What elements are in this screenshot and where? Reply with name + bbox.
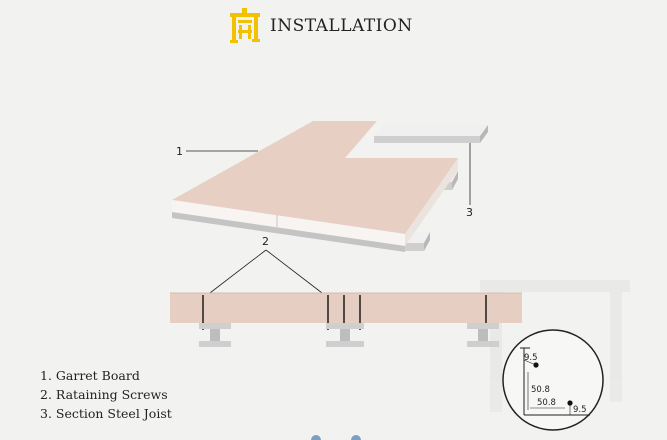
callout-label-1: 1 <box>176 145 183 158</box>
detail-dim-flange: 9.5 <box>573 405 587 415</box>
joist-detail-circle: 9.5 50.8 50.8 9.5 <box>502 329 604 431</box>
callout-line-2a <box>205 249 267 297</box>
detail-dim-top: 9.5 <box>524 353 538 363</box>
joist-section-1 <box>199 323 231 347</box>
page-title: INSTALLATION <box>270 16 413 36</box>
legend-item-retaining-screws: 2. Rataining Screws <box>40 387 168 402</box>
joist-sections <box>199 323 499 347</box>
callout-label-2: 2 <box>262 235 269 248</box>
brand-logo-icon <box>230 8 260 43</box>
detail-dim-width: 50.8 <box>537 398 556 408</box>
legend-item-steel-joist: 3. Section Steel Joist <box>40 406 172 421</box>
legend-item-garret-board: 1. Garret Board <box>40 368 140 383</box>
steel-joists-3d <box>374 125 488 251</box>
page-header: INSTALLATION <box>228 8 413 44</box>
detail-dim-height: 50.8 <box>531 385 550 395</box>
carousel-dots <box>311 435 361 440</box>
joist-section-2 <box>326 323 364 347</box>
carousel-dot-icon[interactable] <box>351 435 361 440</box>
joist-section-3 <box>467 323 499 347</box>
carousel-dot-icon[interactable] <box>311 435 321 440</box>
garret-board-3d <box>172 121 458 252</box>
legend: 1. Garret Board 2. Rataining Screws 3. S… <box>40 366 172 423</box>
callout-line-2b <box>265 249 327 297</box>
watermark-logo <box>480 280 630 412</box>
board-section <box>170 292 522 323</box>
callout-label-3: 3 <box>466 206 473 219</box>
